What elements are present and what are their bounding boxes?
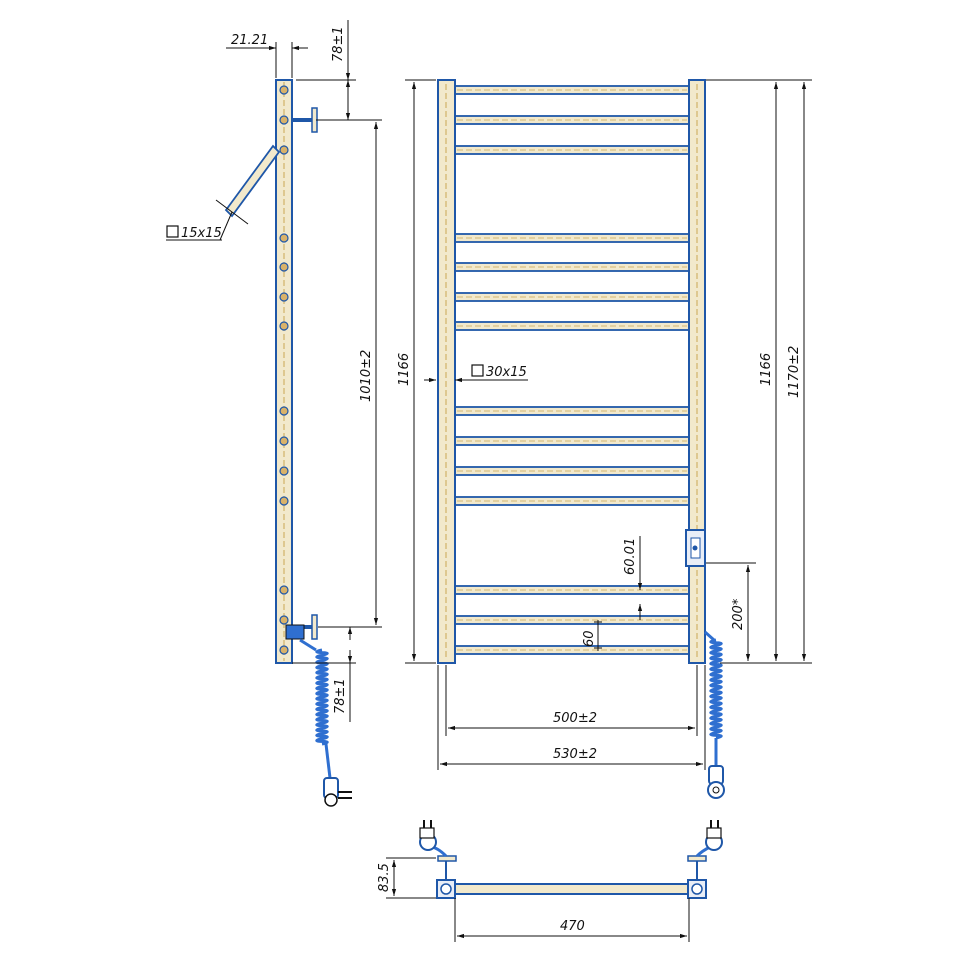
side-heater-box	[285, 624, 305, 640]
dim-heater-height: 200*	[706, 562, 756, 661]
rail	[454, 85, 690, 95]
dim-rail-gap-small: 60	[582, 620, 602, 651]
dim-outer-width-label: 530±2	[553, 747, 597, 762]
rail-end	[279, 233, 289, 243]
left-upright	[437, 79, 456, 664]
rail	[454, 292, 690, 302]
dim-profile-label: 30x15	[486, 365, 527, 380]
dim-right-height-label: 1166	[759, 353, 774, 386]
side-view: 21.21 78±1 15x15 1010±2	[166, 20, 382, 807]
rail-end	[279, 645, 289, 655]
rail-end	[279, 406, 289, 416]
rail	[454, 233, 690, 243]
dim-rail-gap-large-label: 60.01	[623, 538, 638, 575]
front-plug	[707, 765, 725, 799]
dim-right-height: 1166	[706, 79, 784, 664]
dim-top-width: 470	[454, 898, 690, 942]
rail	[454, 406, 690, 416]
dim-rail-gap-small-label: 60	[582, 630, 597, 647]
top-left-end	[436, 855, 457, 899]
rail	[454, 145, 690, 155]
rail-end	[279, 466, 289, 476]
dim-total-height-label: 1170±2	[787, 346, 802, 398]
top-wall-bracket	[292, 107, 318, 133]
rail-end	[279, 321, 289, 331]
dim-top-offset-label: 78±1	[331, 26, 346, 62]
dim-top-width-label: 470	[560, 919, 585, 934]
dim-top-thickness-label: 21.21	[231, 33, 268, 48]
rail	[454, 262, 690, 272]
dim-inner-width: 500±2	[445, 665, 698, 736]
right-upright	[688, 79, 706, 664]
dim-total-height: 1170±2	[784, 79, 812, 664]
rail-end	[279, 496, 289, 506]
top-right-plug	[695, 820, 723, 858]
front-coil-cord	[709, 638, 723, 740]
top-bar	[445, 883, 699, 895]
front-cable	[704, 630, 715, 642]
rail-end	[279, 85, 289, 95]
dim-bottom-offset: 78±1	[292, 627, 356, 722]
side-plug	[323, 777, 352, 807]
dim-heater-height-label: 200*	[731, 598, 746, 630]
dim-profile: 30x15	[424, 364, 528, 383]
side-cable	[299, 638, 317, 652]
rail	[454, 115, 690, 125]
top-right-end	[687, 855, 707, 899]
rail	[454, 466, 690, 476]
diagonal-tube	[224, 144, 281, 218]
dim-left-height: 1166	[397, 79, 436, 664]
rail-end	[279, 615, 289, 625]
top-view: 83.5 470	[377, 820, 723, 942]
dim-inner-width-label: 500±2	[553, 711, 597, 726]
dim-mount-span: 1010±2	[318, 119, 382, 628]
rail	[454, 436, 690, 446]
top-left-plug	[419, 820, 448, 858]
dim-top-offset: 78±1	[296, 20, 356, 121]
coil-path	[709, 638, 723, 740]
rail-end	[279, 262, 289, 272]
rail-end	[279, 292, 289, 302]
dim-mount-span-label: 1010±2	[359, 350, 374, 402]
rail	[454, 615, 690, 625]
rail-end	[279, 115, 289, 125]
rail	[454, 585, 690, 595]
dim-depth: 83.5	[377, 857, 436, 899]
dim-outer-width: 530±2	[437, 665, 706, 770]
side-rail-ends	[279, 85, 289, 655]
dim-left-height-label: 1166	[397, 353, 412, 386]
rail-end	[279, 436, 289, 446]
dim-top-thickness: 21.21	[226, 33, 308, 78]
front-view: 1166 30x15 60.01 60 200*	[397, 79, 812, 799]
rail	[454, 496, 690, 506]
side-coil-cord	[315, 648, 329, 746]
heater-box	[685, 529, 706, 567]
dim-rail-gap-large: 60.01	[623, 536, 643, 620]
dim-diagonal-tube-label: 15x15	[181, 226, 222, 241]
dim-bottom-offset-label: 78±1	[333, 678, 348, 714]
rail-end	[279, 145, 289, 155]
dim-diagonal-tube: 15x15	[166, 199, 249, 241]
rail	[454, 321, 690, 331]
rail-end	[279, 585, 289, 595]
coil-path	[315, 648, 329, 746]
dim-depth-label: 83.5	[377, 863, 392, 892]
rail	[454, 645, 690, 655]
